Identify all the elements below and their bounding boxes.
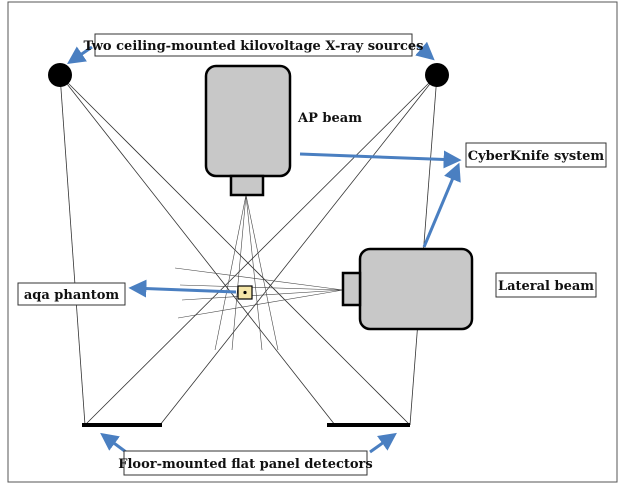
annotation-arrows	[67, 41, 462, 454]
arrow-to-left-source	[67, 45, 93, 65]
phantom-label: aqa phantom	[24, 288, 120, 303]
cyberknife-label: CyberKnife system	[468, 149, 605, 164]
arrow-lateral-to-cyberknife	[422, 162, 461, 248]
arrow-to-right-source	[415, 41, 435, 61]
sources-label-box	[94, 33, 413, 57]
right-beam-line-1	[84, 74, 438, 426]
right-xray-source	[425, 63, 449, 87]
detectors-label: Floor-mounted flat panel detectors	[118, 457, 372, 472]
lateral-beam-fan	[174, 267, 344, 319]
lateral-beam-label-box	[495, 272, 597, 298]
arrow-to-left-detector	[100, 432, 127, 454]
lat-fan-line-2	[177, 289, 344, 319]
ap-fan-line-3	[231, 194, 247, 351]
ap-beam-fan	[214, 194, 279, 351]
left-xray-source	[48, 63, 72, 87]
arrow-to-right-detector	[369, 432, 397, 454]
ap-beam-collimator	[229, 174, 265, 197]
ap-fan-line-2	[245, 194, 279, 351]
detectors-label-box	[123, 450, 368, 476]
ap-beam-label: AP beam	[297, 111, 362, 126]
frame	[7, 1, 618, 483]
lat-fan-line-3	[179, 284, 344, 291]
lat-fan-line-1	[174, 267, 344, 291]
sources-label: Two ceiling-mounted kilovoltage X-ray so…	[84, 39, 424, 54]
ap-beam-label-box	[295, 105, 365, 129]
left-beam-line-2	[59, 74, 336, 426]
lateral-beam-head	[358, 247, 474, 331]
ap-fan-line-4	[245, 194, 263, 351]
lateral-beam-collimator	[341, 271, 362, 307]
right-beam-line-2	[159, 74, 438, 426]
ap-fan-line-1	[214, 194, 247, 351]
lateral-beam-label: Lateral beam	[498, 279, 594, 294]
phantom-center-dot	[243, 290, 247, 295]
cyberknife-label-box	[465, 142, 607, 168]
ap-beam-head	[204, 64, 292, 178]
arrow-to-phantom-label	[128, 279, 237, 298]
left-beam-line-1	[59, 74, 86, 426]
arrow-ap-to-cyberknife	[299, 150, 462, 169]
phantom-label-box	[17, 282, 126, 306]
lat-fan-line-4	[181, 289, 344, 301]
